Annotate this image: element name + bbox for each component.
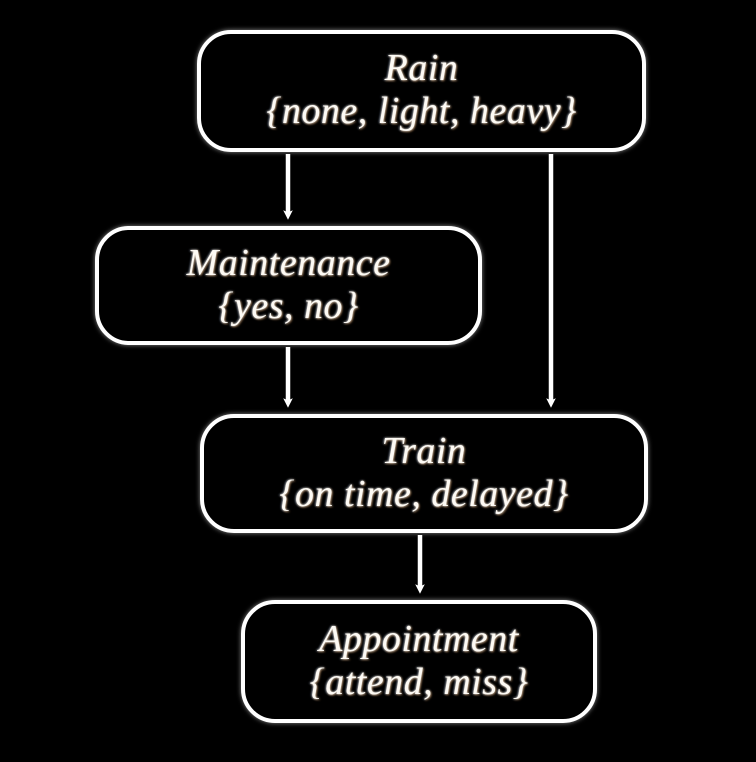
node-appointment-title: Appointment xyxy=(319,617,519,660)
node-rain-states: {none, light, heavy} xyxy=(266,90,577,133)
node-rain-title: Rain xyxy=(384,47,459,90)
node-train[interactable]: Train {on time, delayed} xyxy=(200,414,648,533)
node-rain[interactable]: Rain {none, light, heavy} xyxy=(197,30,646,152)
node-train-title: Train xyxy=(381,429,467,472)
node-train-states: {on time, delayed} xyxy=(279,472,569,515)
node-maintenance-states: {yes, no} xyxy=(218,284,359,327)
node-maintenance-title: Maintenance xyxy=(186,241,391,284)
node-maintenance[interactable]: Maintenance {yes, no} xyxy=(95,226,482,345)
node-appointment-states: {attend, miss} xyxy=(309,660,529,703)
node-appointment[interactable]: Appointment {attend, miss} xyxy=(241,600,597,723)
